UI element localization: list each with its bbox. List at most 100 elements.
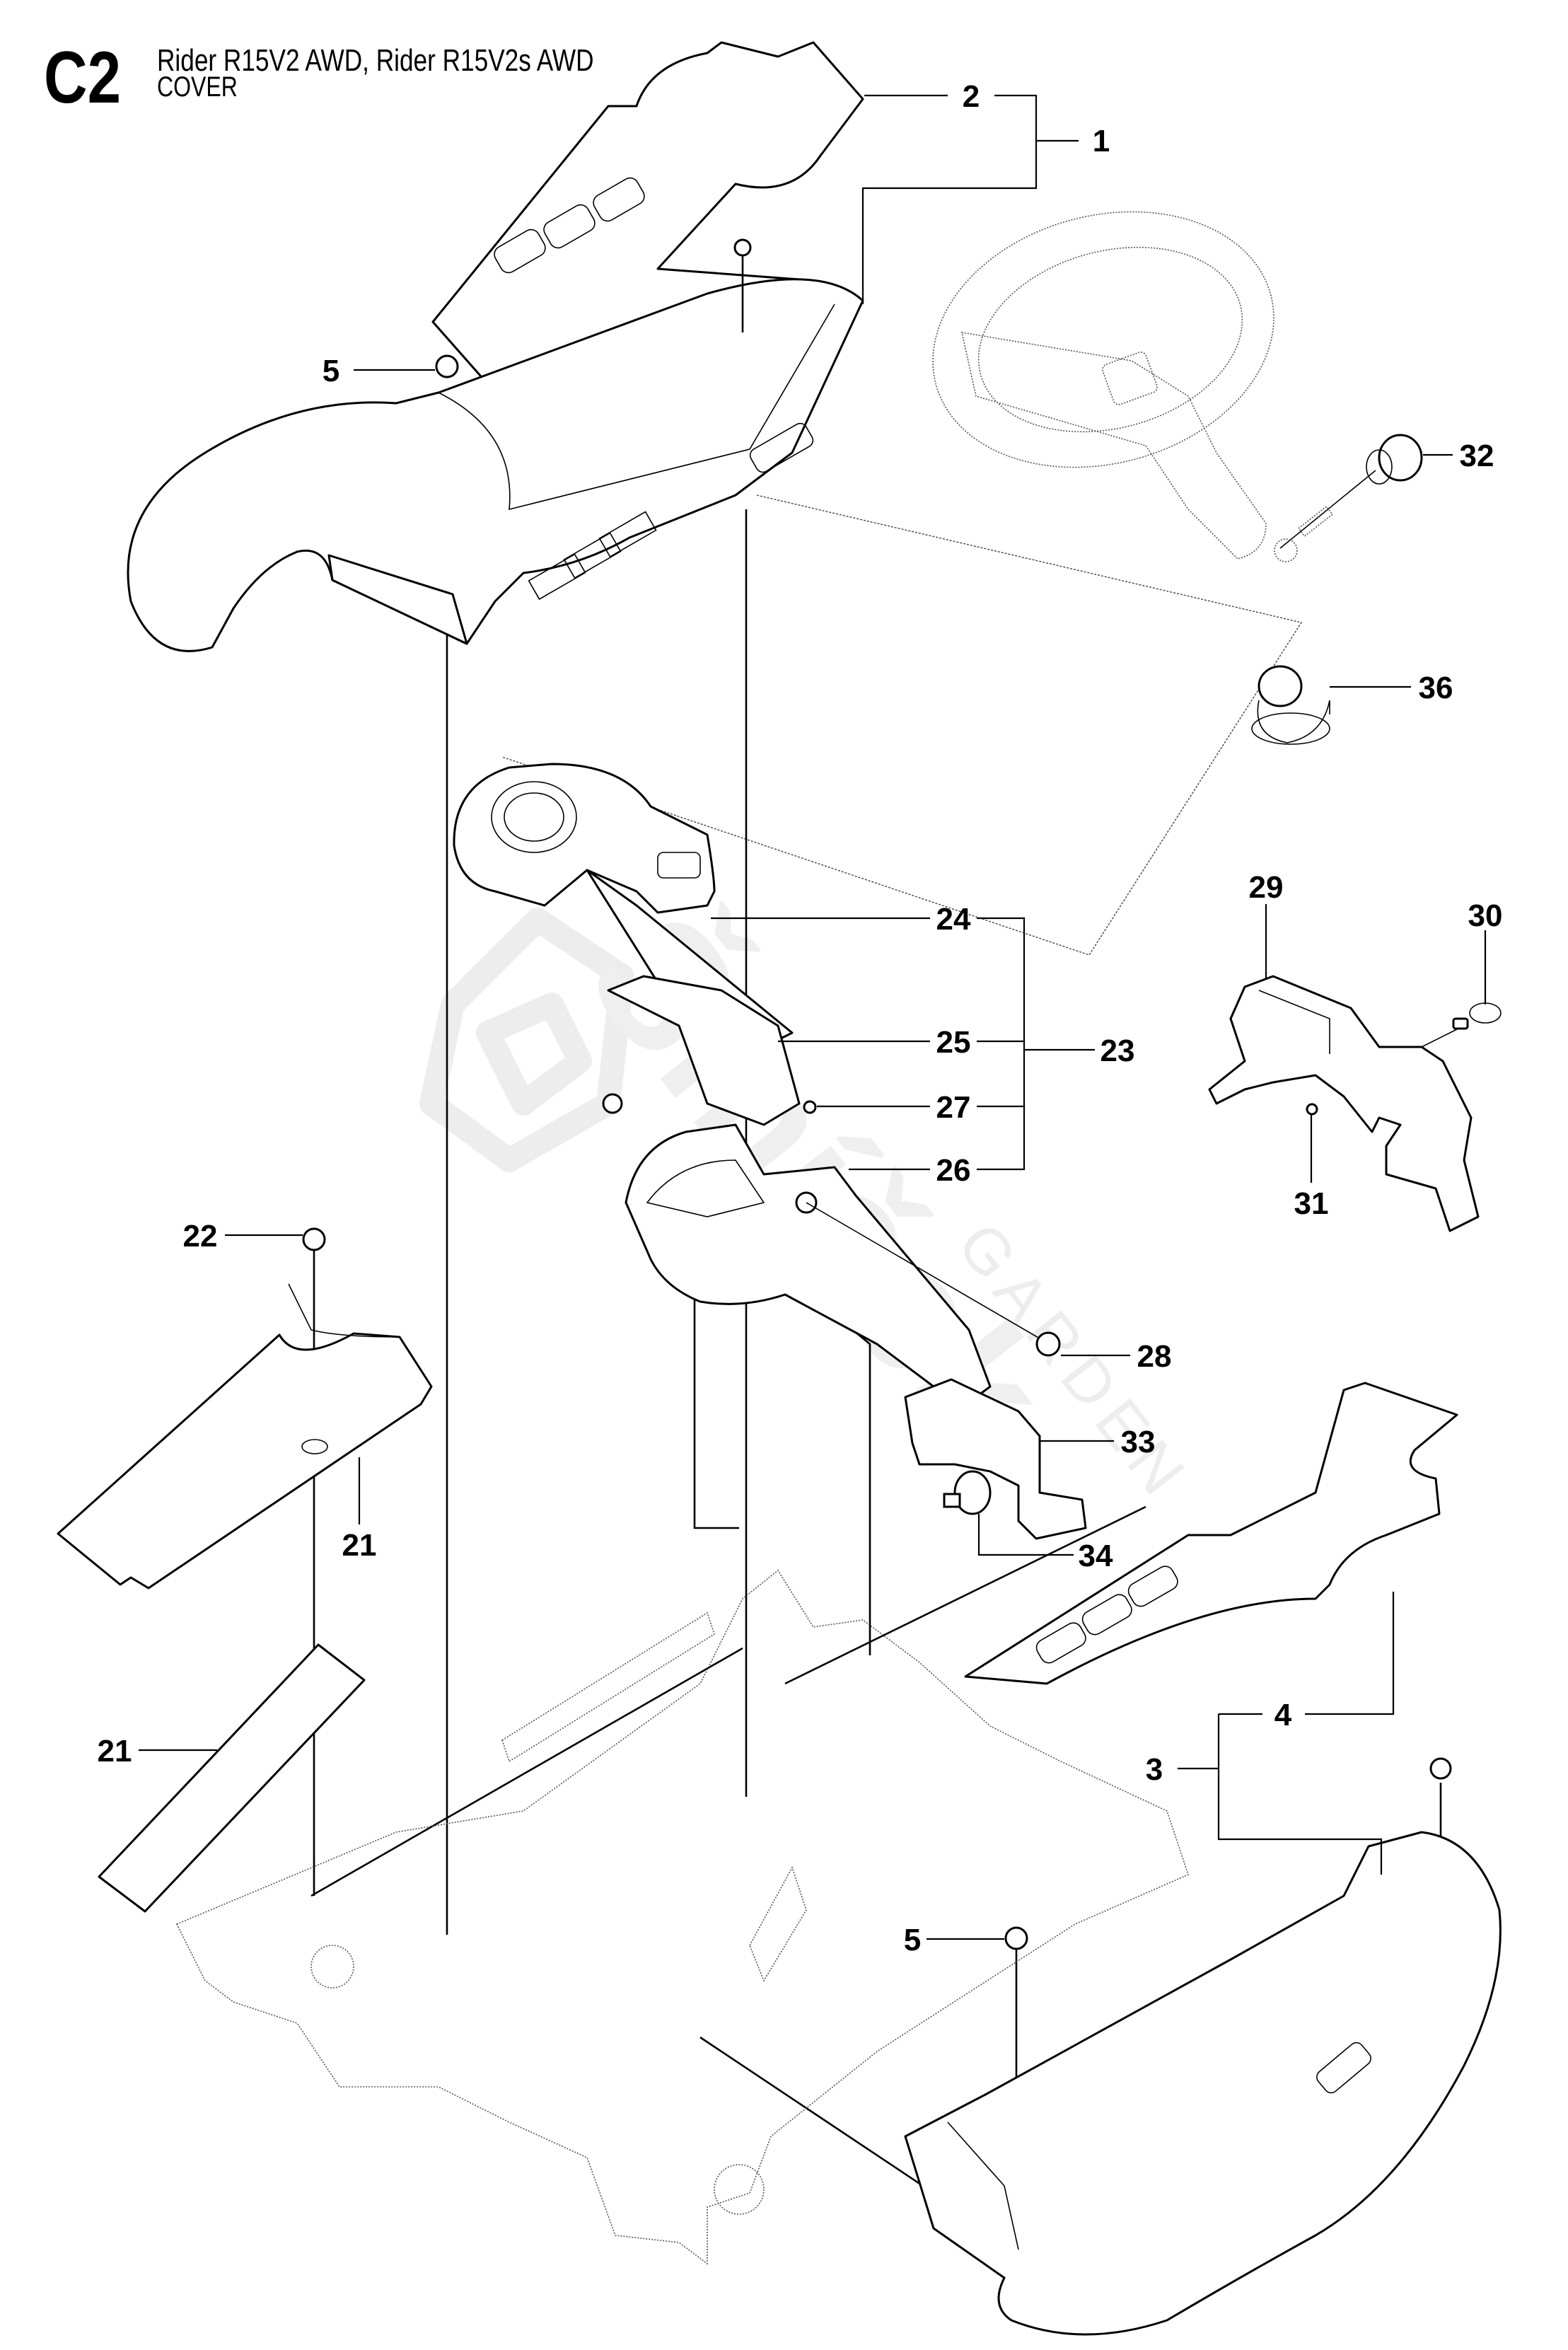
part-36-bushing xyxy=(1251,665,1330,745)
console-lower-inner xyxy=(646,1159,765,1217)
brand-logo-icon xyxy=(1102,351,1158,405)
part-frame xyxy=(175,1569,1189,2265)
upper-fender-slot xyxy=(563,532,622,579)
nut-icon xyxy=(1274,538,1298,562)
screw-head-icon xyxy=(733,238,752,257)
part-1-upper-fender xyxy=(127,278,864,652)
cap-icon xyxy=(1378,434,1423,482)
washer-33-icon xyxy=(1306,1103,1318,1116)
side-panel-lip xyxy=(288,1283,400,1338)
bulb-socket-icon xyxy=(943,1493,961,1508)
frame-bracket xyxy=(749,1866,807,1982)
screw-29-icon xyxy=(1035,1331,1061,1357)
callout-21[interactable]: 21 xyxy=(342,1528,377,1563)
callout-27[interactable]: 26 xyxy=(936,1153,971,1188)
frame-pivot xyxy=(310,1945,354,1989)
part-32-pin xyxy=(1421,1002,1502,1048)
bracket-1 xyxy=(861,94,1038,304)
rear-mat-slot xyxy=(1035,1622,1086,1664)
rear-fender-handle xyxy=(1316,2042,1371,2094)
bushing-body xyxy=(1257,700,1330,743)
callout-25[interactable]: 24 xyxy=(936,902,971,937)
model-title: Rider R15V2 AWD, Rider R15V2s AWD xyxy=(157,43,594,78)
bushing-flange xyxy=(1251,712,1330,745)
callout-3[interactable]: 3 xyxy=(1146,1752,1163,1787)
cap-opening xyxy=(1366,449,1393,485)
side-panel-hole xyxy=(301,1439,328,1454)
screw-29-path xyxy=(806,1202,1044,1341)
callout-24[interactable]: 23 xyxy=(1100,1034,1135,1068)
callout-labels: 2 1 5 32 36 24 25 23 27 26 29 30 31 22 2… xyxy=(98,79,1503,1957)
screw-5-icon xyxy=(1429,1757,1452,1780)
console-lower-outline xyxy=(625,1123,992,1409)
callout-1[interactable]: 1 xyxy=(1093,124,1110,158)
bracket-24 xyxy=(977,917,1026,1171)
pin-ring-icon xyxy=(1469,1002,1502,1024)
dash-cover-outline xyxy=(453,763,716,914)
part-26-console-panel xyxy=(607,975,801,1126)
clip-28-icon xyxy=(803,1100,817,1114)
callout-4[interactable]: 4 xyxy=(1274,1698,1292,1732)
screw-head-icon xyxy=(602,1093,623,1114)
pin-icon xyxy=(1452,1017,1469,1030)
upper-mat-slot xyxy=(593,177,645,222)
diagram-code: C2 xyxy=(44,37,122,119)
explode-line-console-left xyxy=(693,1280,739,1529)
rear-fender-outline xyxy=(904,1831,1502,2336)
part-3-rear-fender xyxy=(904,1757,1502,2336)
callout-34[interactable]: 33 xyxy=(1121,1425,1156,1459)
frame-tube xyxy=(501,1611,715,1763)
frame-outline xyxy=(175,1569,1189,2265)
part-30-cap xyxy=(1274,434,1423,562)
dash-cover-opening xyxy=(491,781,577,853)
cover-31-outline xyxy=(1208,975,1480,1232)
bracket-3 xyxy=(1217,1714,1383,1875)
dash-cover-opening-inner xyxy=(504,792,564,842)
side-panel-outline xyxy=(57,1332,433,1590)
cover-31-edge xyxy=(1258,990,1330,1054)
part-35-bulb xyxy=(943,1470,992,1515)
callout-30[interactable]: 32 xyxy=(1460,439,1494,473)
upper-fender-handle xyxy=(749,422,814,473)
leader-4b xyxy=(1305,1592,1395,1715)
screw-23-icon xyxy=(302,1227,326,1251)
part-34-light-housing xyxy=(904,1378,1087,1540)
light-housing-outline xyxy=(904,1378,1087,1540)
upper-mat-slot xyxy=(543,204,596,249)
console-panel-outline xyxy=(607,975,801,1126)
callout-36[interactable]: 36 xyxy=(1419,671,1453,705)
bolt-line xyxy=(1279,470,1376,549)
part-2-upper-mat xyxy=(431,41,864,426)
explode-line-console-wheel xyxy=(501,494,1303,956)
screw-5-icon xyxy=(1004,1926,1028,1950)
upper-mat-slot xyxy=(494,228,546,274)
part-steering-wheel xyxy=(932,211,1274,560)
callout-33[interactable]: 31 xyxy=(1294,1186,1329,1221)
leader-35 xyxy=(977,1514,1074,1556)
callout-5-lower[interactable]: 5 xyxy=(904,1923,921,1957)
callout-22[interactable]: 21 xyxy=(98,1734,132,1769)
callout-26[interactable]: 25 xyxy=(936,1025,971,1060)
upper-fender-outline xyxy=(127,278,864,652)
callout-5-upper[interactable]: 5 xyxy=(323,354,339,388)
callout-35[interactable]: 34 xyxy=(1079,1539,1113,1573)
steering-wheel-rim-outer xyxy=(932,211,1274,468)
bulb-icon xyxy=(953,1470,992,1515)
part-27-console-lower xyxy=(625,1123,992,1409)
watermark-logo-inner-icon xyxy=(476,992,592,1116)
callout-23[interactable]: 22 xyxy=(183,1219,218,1254)
callout-28[interactable]: 27 xyxy=(936,1090,971,1125)
screw-head-icon xyxy=(435,354,459,378)
upper-fender-step xyxy=(327,554,468,645)
screw-5-upper xyxy=(435,238,752,378)
callout-29[interactable]: 28 xyxy=(1137,1339,1172,1374)
section-title: COVER xyxy=(157,71,238,103)
explode-line-light xyxy=(784,1505,1146,1685)
steering-wheel-rim-inner xyxy=(977,246,1243,433)
upper-fender-inner xyxy=(438,303,835,511)
upper-mat-outline xyxy=(431,41,864,426)
callout-32[interactable]: 30 xyxy=(1468,898,1503,933)
callout-31[interactable]: 29 xyxy=(1249,870,1284,905)
callout-2[interactable]: 2 xyxy=(963,79,980,114)
